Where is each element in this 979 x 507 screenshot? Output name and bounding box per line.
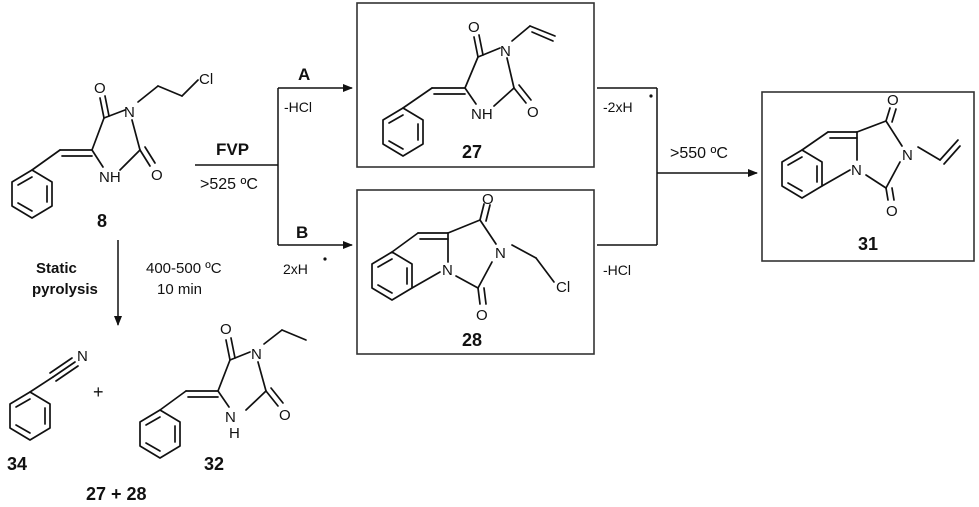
svg-text:O: O xyxy=(94,80,106,97)
compound-number-28: 28 xyxy=(462,330,482,350)
structure-compound-34: N xyxy=(9,348,88,441)
svg-text:N: N xyxy=(495,245,506,262)
svg-text:Cl: Cl xyxy=(199,71,213,88)
compound-number-32: 32 xyxy=(204,454,224,474)
svg-text:O: O xyxy=(468,19,480,36)
path-b-loss: 2xH xyxy=(283,261,308,277)
svg-text:O: O xyxy=(476,307,488,324)
svg-text:N: N xyxy=(77,348,88,365)
structure-compound-31: O N N O xyxy=(781,92,961,220)
box-compound-27 xyxy=(356,2,595,168)
svg-text:NH: NH xyxy=(99,169,121,186)
compound-number-27: 27 xyxy=(462,142,482,162)
compound-number-31: 31 xyxy=(858,234,878,254)
fvp-temperature: >525 ºC xyxy=(200,176,258,193)
svg-text:O: O xyxy=(482,191,494,208)
path-b-label: B xyxy=(296,223,308,242)
static-label-2: pyrolysis xyxy=(32,281,98,298)
static-label-1: Static xyxy=(36,260,77,277)
static-time: 10 min xyxy=(157,281,202,298)
svg-text:H: H xyxy=(229,425,240,442)
svg-text:O: O xyxy=(887,92,899,109)
structure-compound-28: O N N O Cl xyxy=(371,191,570,324)
compound-number-34: 34 xyxy=(7,454,27,474)
svg-text:N: N xyxy=(851,162,862,179)
svg-text:N: N xyxy=(124,104,135,121)
radical-dot xyxy=(649,94,653,98)
structure-compound-32: O N O N H xyxy=(139,321,307,459)
byproducts-27-28: 27 + 28 xyxy=(86,484,147,504)
svg-text:O: O xyxy=(151,167,163,184)
static-temperature: 400-500 ºC xyxy=(146,260,222,277)
fvp-label: FVP xyxy=(216,140,249,159)
step-28-to-31: -HCl xyxy=(603,262,631,278)
svg-text:N: N xyxy=(500,43,511,60)
structure-compound-27: O N O NH xyxy=(382,19,556,157)
final-temperature: >550 ºC xyxy=(670,145,728,162)
path-a-label: A xyxy=(298,65,310,84)
box-compound-28 xyxy=(356,189,595,355)
radical-dot xyxy=(323,257,327,261)
svg-text:O: O xyxy=(220,321,232,338)
step-27-to-31: -2xH xyxy=(603,99,633,115)
plus-sign: + xyxy=(93,382,104,402)
svg-text:O: O xyxy=(527,104,539,121)
compound-number-8: 8 xyxy=(97,211,107,231)
path-a-loss: -HCl xyxy=(284,99,312,115)
svg-text:O: O xyxy=(886,203,898,220)
svg-text:N: N xyxy=(225,409,236,426)
structure-compound-8: O N O NH Cl xyxy=(11,71,213,219)
merge-lines xyxy=(597,87,758,246)
svg-text:Cl: Cl xyxy=(556,279,570,296)
svg-text:N: N xyxy=(442,262,453,279)
svg-text:N: N xyxy=(251,346,262,363)
fvp-branch-lines xyxy=(195,84,353,249)
svg-text:N: N xyxy=(902,147,913,164)
svg-text:NH: NH xyxy=(471,106,493,123)
svg-text:O: O xyxy=(279,407,291,424)
